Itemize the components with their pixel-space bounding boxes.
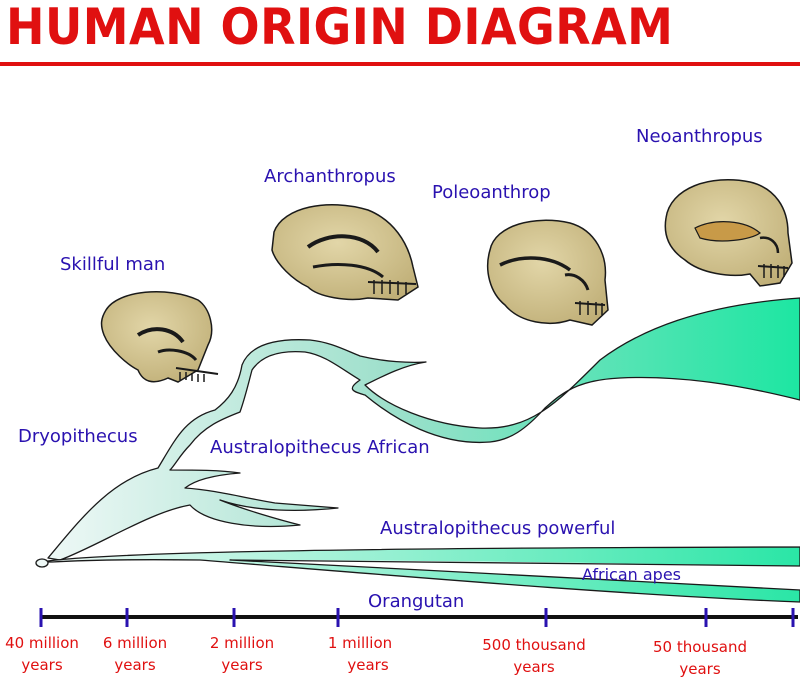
time-label-2-million: 2 million years: [182, 632, 302, 676]
skull-skillful-man: [102, 292, 218, 382]
time-label-1-million: 1 million years: [300, 632, 420, 676]
label-skillful-man: Skillful man: [60, 254, 165, 275]
label-neoanthropus: Neoanthropus: [636, 126, 763, 147]
time-label-500-thousand: 500 thousand years: [474, 634, 594, 678]
label-dryopithecus: Dryopithecus: [18, 426, 138, 447]
skull-neoanthropus: [665, 180, 792, 286]
label-australopithecus-african: Australopithecus African: [210, 437, 430, 458]
label-archanthropus: Archanthropus: [264, 166, 396, 187]
label-australopithecus-powerful: Australopithecus powerful: [380, 518, 615, 539]
skull-archanthropus: [272, 205, 418, 300]
label-poleoanthrop: Poleoanthrop: [432, 182, 551, 203]
origin-node: [36, 559, 48, 567]
skull-poleoanthrop: [488, 220, 608, 325]
label-african-apes: African apes: [582, 565, 681, 584]
time-label-6-million: 6 million years: [75, 632, 195, 676]
time-label-50-thousand: 50 thousand years: [640, 636, 760, 680]
label-orangutan: Orangutan: [368, 591, 464, 612]
